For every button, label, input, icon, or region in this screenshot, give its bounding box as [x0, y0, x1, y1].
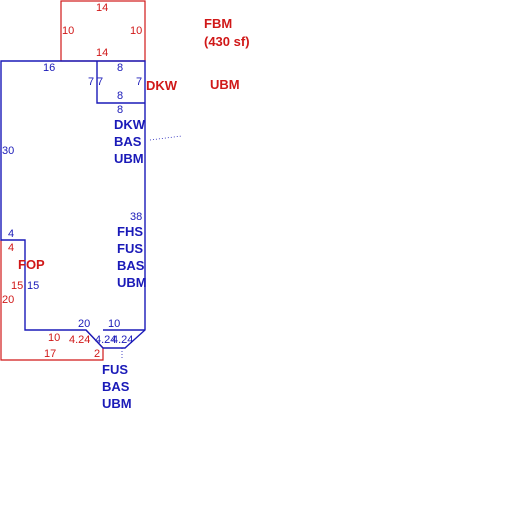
- stack1-item-ubm: UBM: [114, 151, 144, 166]
- stack2-item-fus: FUS: [117, 241, 143, 256]
- ubm-side-label: UBM: [210, 77, 240, 92]
- stack2-item-fhs: FHS: [117, 224, 143, 239]
- fop-left-dim: 20: [2, 294, 14, 306]
- fop-top-bottom-dim: 10: [48, 332, 60, 344]
- fop-label: FOP: [18, 257, 45, 272]
- fop-top-dim: 4: [8, 242, 14, 254]
- notch-bottom-dim: 8: [117, 90, 123, 102]
- dkw-leader-line: [149, 135, 183, 141]
- stack2-item-ubm: UBM: [117, 275, 147, 290]
- stack1-item-bas: BAS: [114, 134, 142, 149]
- stack2-item-bas: BAS: [117, 258, 145, 273]
- fop-diag-dim: 4.24: [69, 334, 90, 346]
- stack1-item-dkw: DKW: [114, 117, 146, 132]
- fop-bottom-dim: 17: [44, 348, 56, 360]
- diag-b-dim: 4.24: [112, 334, 133, 346]
- step-side-dim: 15: [27, 280, 39, 292]
- main-building-outline[interactable]: [0, 60, 146, 349]
- notch-top-dim: 8: [117, 62, 123, 74]
- fop-corner-dim: 2: [94, 348, 100, 360]
- main-bottom-right-dim: 10: [108, 318, 120, 330]
- fbm-left-dim: 10: [62, 25, 74, 37]
- notch-left-outer-dim: 7: [88, 76, 94, 88]
- notch-below-dim: 8: [117, 104, 123, 116]
- notch-right-dim: 7: [136, 76, 142, 88]
- main-bottom-dim: 20: [78, 318, 90, 330]
- fbm-area-label: (430 sf): [204, 34, 250, 49]
- main-left-dim: 30: [2, 145, 14, 157]
- main-right-dim: 38: [130, 211, 142, 223]
- stack3-item-ubm: UBM: [102, 396, 132, 411]
- main-top-dim: 16: [43, 62, 55, 74]
- fbm-top-dim: 14: [96, 2, 108, 14]
- notch-left-inner-dim: 7: [97, 76, 103, 88]
- fbm-label: FBM: [204, 16, 232, 31]
- notch-outline[interactable]: [96, 61, 145, 104]
- fbm-right-dim: 10: [130, 25, 142, 37]
- stack3-item-bas: BAS: [102, 379, 130, 394]
- fbm-bottom-dim: 14: [96, 47, 108, 59]
- step-top-dim: 4: [8, 228, 14, 240]
- fop-right-dim: 15: [11, 280, 23, 292]
- diag-a-dim: 4.24: [95, 334, 116, 346]
- stack3-item-fus: FUS: [102, 362, 128, 377]
- dkw-side-label: DKW: [146, 78, 178, 93]
